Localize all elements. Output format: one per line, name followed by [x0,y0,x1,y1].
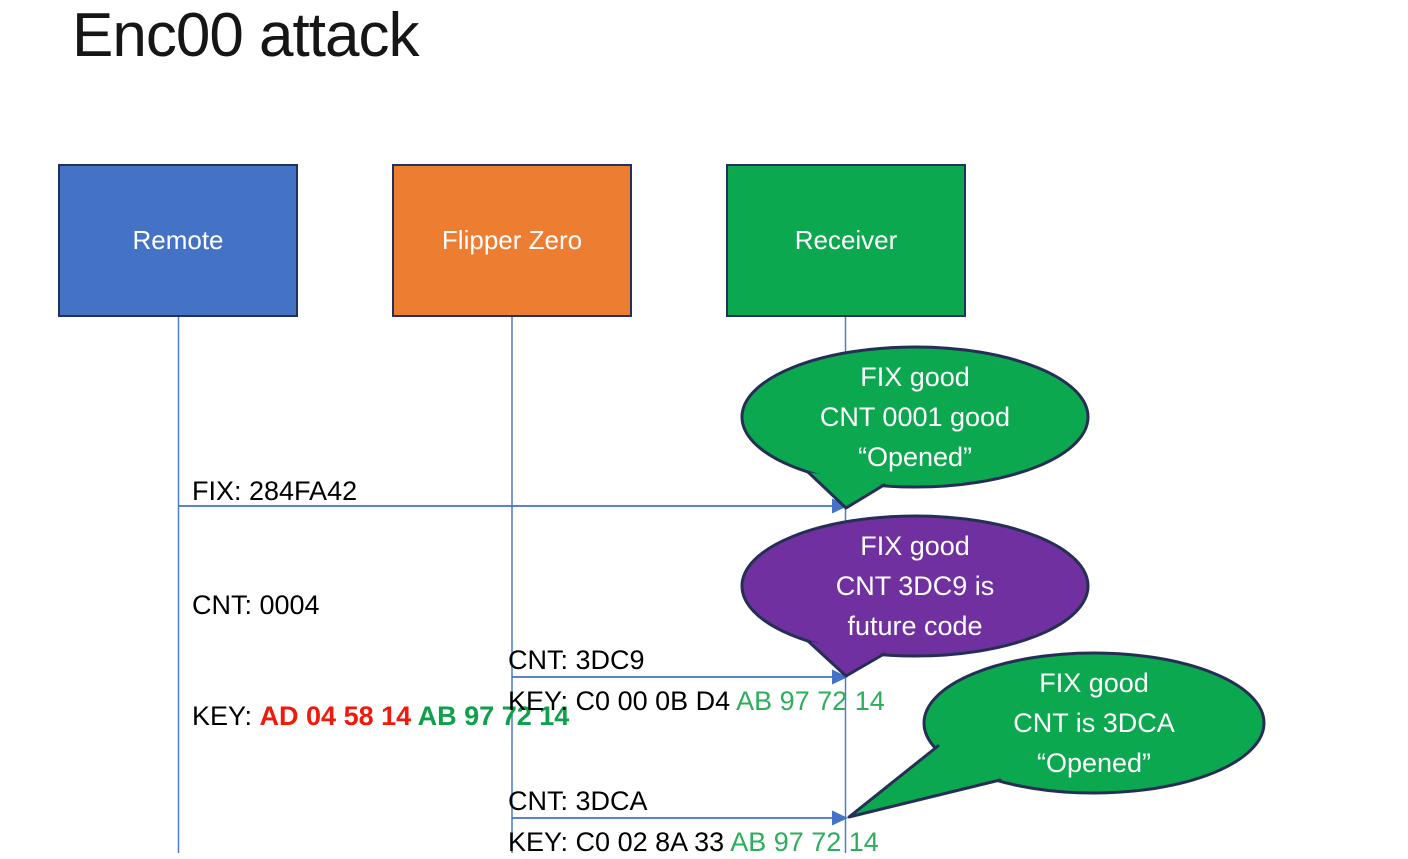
arrowhead-icon [832,810,848,826]
actor-receiver-label: Receiver [794,225,898,255]
bubble-line: CNT 3DC9 is [835,571,995,601]
speech-bubble-1-text: FIX good CNT 0001 good “Opened” [742,357,1088,477]
bubble-line: “Opened” [857,442,973,472]
key-black-bytes: C0 02 8A 33 [575,827,731,857]
speech-bubble-3-text: FIX good CNT is 3DCA “Opened” [924,663,1264,783]
bubble-line: future code [847,611,983,641]
key-black-bytes: C0 00 0B D4 [575,686,737,716]
key-label: KEY: [508,827,576,857]
message-1-body: CNT: 0004 KEY: AD 04 58 14 AB 97 72 14 [192,513,569,809]
speech-bubble-1-shape [740,345,1090,510]
message-1-cnt-label: CNT: 0004 [192,590,320,620]
bubble-line: “Opened” [1036,748,1152,778]
actor-remote-label: Remote [132,225,224,255]
key-label: KEY: [508,686,576,716]
key-green-bytes: AB 97 72 14 [730,827,879,857]
message-2-cnt-label: CNT: 3DC9 [508,645,645,675]
message-1-key-line: KEY: AD 04 58 14 AB 97 72 14 [192,698,569,735]
speech-bubble-2-text: FIX good CNT 3DC9 is future code [742,526,1088,646]
speech-bubble-3-shape [847,651,1266,819]
message-3-cnt-label: CNT: 3DCA [508,786,648,816]
speech-bubble-2-shape [740,514,1090,678]
arrowhead-icon [832,669,848,685]
message-1-fix-label: FIX: 284FA42 [192,476,358,506]
key-label: KEY: [192,701,260,731]
actor-box-remote: Remote [58,164,298,317]
actor-flipper-zero-label: Flipper Zero [441,225,583,255]
actor-box-receiver: Receiver [726,164,966,317]
message-3-key-line: KEY: C0 02 8A 33 AB 97 72 14 [508,824,879,859]
key-red-bytes: AD 04 58 14 [259,701,418,731]
actor-box-flipper-zero: Flipper Zero [392,164,632,317]
bubble-line: FIX good [860,531,970,561]
bubble-line: CNT 0001 good [819,402,1011,432]
arrowhead-icon [832,498,848,514]
key-green-bytes: AB 97 72 14 [736,686,885,716]
key-green-bytes: AB 97 72 14 [417,701,570,731]
bubble-line: FIX good [860,362,970,392]
bubble-line: CNT is 3DCA [1013,708,1175,738]
page-title: Enc00 attack [72,1,419,70]
bubble-line: FIX good [1039,668,1149,698]
message-2-key-line: KEY: C0 00 0B D4 AB 97 72 14 [508,683,885,720]
